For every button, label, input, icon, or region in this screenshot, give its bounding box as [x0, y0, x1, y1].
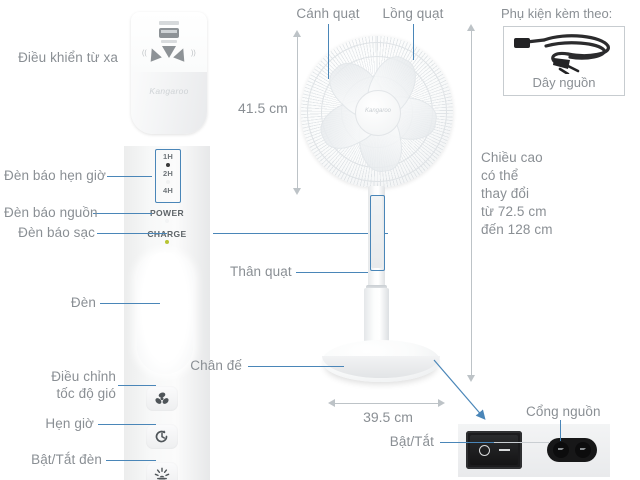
power-indicator-text: POWER — [149, 208, 185, 218]
label-remote-control: Điều khiển từ xa — [18, 50, 118, 65]
remote-center-button-icon — [162, 46, 176, 58]
remote-display-button — [159, 28, 179, 38]
power-cord-icon — [514, 34, 610, 74]
leader-on-off — [440, 442, 495, 443]
label-fan-blade: Cánh quạt — [296, 6, 360, 21]
label-fan-cage: Lồng quạt — [382, 6, 444, 21]
leader-charge-indicator — [97, 233, 167, 234]
fan-cage-ring-outer — [307, 42, 447, 182]
remote-brand-logo: Kangaroo — [149, 86, 189, 96]
base-width-arrow-right — [438, 399, 445, 407]
timer-step-4h: 4H — [163, 186, 173, 195]
label-power-port: Cổng nguồn — [526, 404, 601, 419]
total-height-dimension-line — [471, 30, 472, 375]
label-light-toggle: Bật/Tắt đèn — [31, 452, 102, 467]
remote-wave-left-icon: (( — [142, 50, 147, 57]
fan-head-image: Kangaroo — [301, 36, 453, 188]
leader-light — [100, 303, 160, 304]
accessory-item-box: Dây nguồn — [503, 26, 625, 96]
timer-step-1h: 1H — [163, 152, 173, 161]
leader-power-port — [560, 420, 561, 441]
label-on-off: Bật/Tắt — [389, 434, 434, 449]
light-toggle-button[interactable] — [146, 462, 178, 480]
timer-indicator-group: 1H 2H 4H — [157, 152, 179, 201]
remote-control-image: (( )) Kangaroo — [131, 12, 207, 134]
label-power-indicator: Đèn báo nguồn — [4, 205, 98, 220]
timer-button[interactable] — [146, 424, 178, 449]
charge-led — [165, 240, 169, 244]
accessory-caption: Dây nguồn — [532, 75, 596, 90]
leader-fan-speed — [118, 385, 156, 386]
led-light-panel — [137, 252, 193, 374]
remote-indicator-strip — [159, 21, 179, 25]
rocker-switch — [466, 431, 522, 469]
label-charge-indicator: Đèn báo sạc — [18, 225, 95, 240]
pole-panel-highlight-box — [370, 195, 385, 271]
dimension-fan-head-height: 41.5 cm — [238, 100, 288, 116]
label-light: Đèn — [70, 295, 96, 310]
fan-hub-brand-logo: Kangaroo — [364, 108, 392, 114]
timer-indicator-highlight-box — [155, 149, 181, 203]
socket-connecting-wire — [494, 442, 550, 443]
remote-small-button — [161, 40, 177, 43]
timer-led-1h — [166, 163, 170, 167]
label-height-range-line1: Chiều cao — [481, 150, 543, 165]
fan-pole-control-panel — [371, 196, 382, 268]
label-wind-speed-line2: tốc độ gió — [56, 386, 116, 401]
fan-column-control-panel-image: 1H 2H 4H POWER CHARGE — [124, 146, 210, 480]
rocker-on-symbol-icon — [499, 449, 510, 451]
base-width-dimension-line — [334, 403, 438, 404]
fan-hub: Kangaroo — [355, 90, 401, 136]
total-height-arrow-top — [467, 24, 475, 31]
fan-height-dimension-line — [297, 36, 298, 188]
fan-height-arrow-top — [293, 30, 301, 37]
power-led — [165, 219, 169, 223]
label-height-range-line5: đến 128 cm — [481, 222, 553, 237]
light-rays-icon — [154, 467, 170, 480]
leader-fan-cage — [413, 24, 414, 60]
leader-fan-blade — [328, 24, 329, 79]
timer-led-2h — [166, 180, 170, 184]
accessories-title: Phụ kiện kèm theo: — [501, 6, 613, 21]
charge-indicator-text: CHARGE — [147, 229, 187, 239]
label-fan-body: Thân quạt — [230, 264, 292, 279]
total-height-arrow-bottom — [467, 375, 475, 382]
label-height-range-line2: có thể — [481, 168, 519, 183]
label-base: Chân đế — [190, 358, 242, 373]
leader-light-toggle — [106, 460, 156, 461]
label-timer-indicator: Đèn báo hẹn giờ — [4, 168, 106, 183]
remote-wave-right-icon: )) — [191, 50, 196, 57]
leader-power-indicator — [93, 213, 152, 214]
base-width-arrow-left — [328, 399, 335, 407]
fan-base-side — [322, 356, 440, 378]
figure8-socket-icon — [547, 438, 597, 462]
leader-timer-indicator — [107, 176, 152, 177]
timer-step-2h: 2H — [163, 169, 173, 178]
rocker-switch-face — [470, 435, 518, 465]
dimension-base-width: 39.5 cm — [363, 409, 413, 425]
leader-charge-to-pole — [213, 233, 388, 234]
rocker-off-symbol-icon — [479, 445, 490, 456]
leader-timer-button — [98, 424, 156, 425]
fan-height-arrow-bottom — [293, 188, 301, 195]
fan-blade-icon — [155, 392, 169, 404]
leader-fan-body — [296, 272, 368, 273]
label-timer-button: Hẹn giờ — [45, 416, 94, 431]
leader-base — [248, 366, 344, 367]
socket-detail-image — [458, 424, 610, 477]
label-height-range-line3: thay đổi — [481, 186, 530, 201]
fan-speed-button[interactable] — [146, 386, 178, 411]
leader-arrow-to-socket-detail — [433, 359, 486, 420]
label-height-range-line4: từ 72.5 cm — [481, 204, 547, 219]
label-wind-speed-line1: Điều chỉnh — [51, 369, 116, 384]
clock-timer-icon — [155, 430, 168, 443]
